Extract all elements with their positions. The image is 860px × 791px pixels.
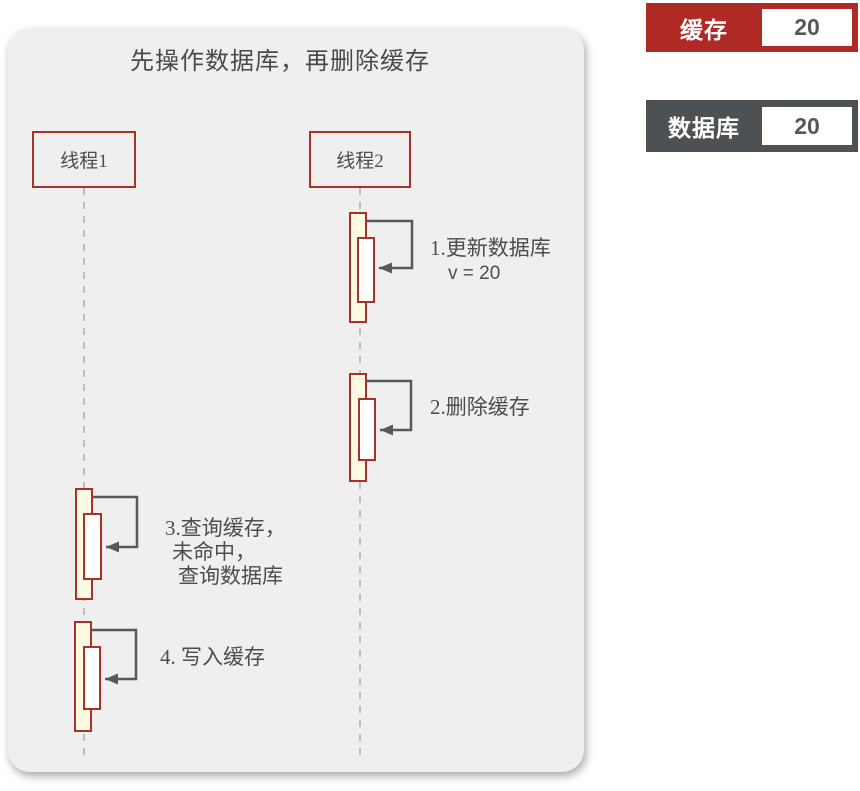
- step-label-3: 3.查询缓存， 未命中， 查询数据库: [165, 516, 286, 588]
- lifeline-head-thread2: 线程2: [309, 131, 411, 188]
- step1-line1: 1.更新数据库: [430, 236, 551, 260]
- step2-line1: 2.删除缓存: [430, 395, 530, 419]
- activation-inner-step1: [357, 237, 375, 303]
- step3-line3: 查询数据库: [178, 564, 283, 588]
- activation-inner-step2: [358, 398, 376, 461]
- lifeline-thread1: [83, 188, 85, 758]
- step1-line2: v = 20: [448, 263, 501, 284]
- legend-database-label: 数据库: [668, 115, 740, 141]
- legend-cache-label: 缓存: [680, 16, 728, 43]
- thread2-label: 线程2: [336, 151, 384, 172]
- step4-line1: 4. 写入缓存: [160, 645, 265, 669]
- thread1-label: 线程1: [60, 151, 108, 172]
- step3-line2: 未命中，: [172, 540, 256, 564]
- step-label-4: 4. 写入缓存: [160, 645, 265, 670]
- legend-cache-value: 20: [762, 9, 852, 46]
- legend-cache: 缓存 20: [646, 3, 858, 52]
- activation-inner-step3: [83, 513, 102, 580]
- legend-database: 数据库 20: [646, 100, 858, 152]
- diagram-title: 先操作数据库，再删除缓存: [130, 49, 430, 75]
- step3-line1: 3.查询缓存，: [165, 516, 286, 540]
- activation-inner-step4: [83, 646, 101, 710]
- step-label-2: 2.删除缓存: [430, 395, 530, 420]
- legend-database-value: 20: [762, 107, 852, 145]
- step-label-1: 1.更新数据库 v = 20: [430, 236, 551, 286]
- lifeline-head-thread1: 线程1: [32, 131, 136, 188]
